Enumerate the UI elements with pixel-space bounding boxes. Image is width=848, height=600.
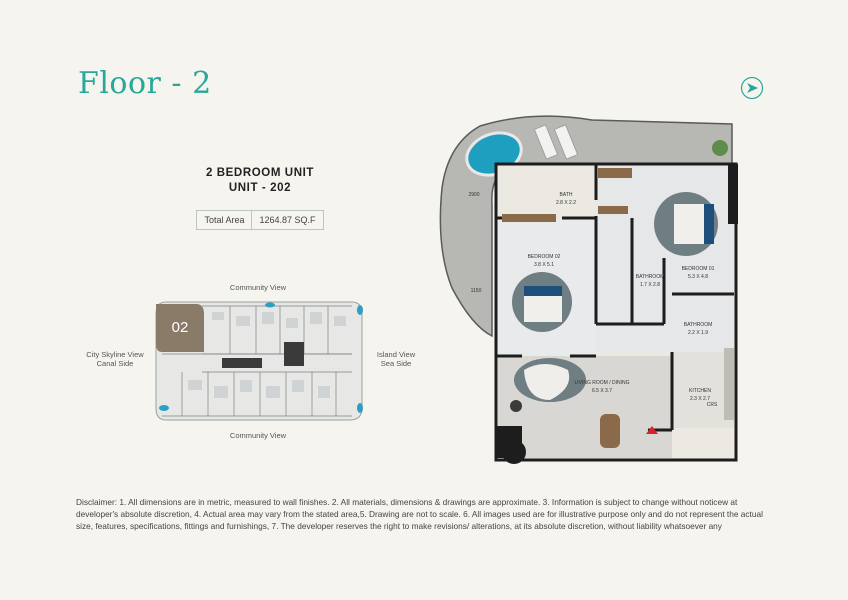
svg-text:1.7 X 2.8: 1.7 X 2.8: [640, 282, 660, 288]
disclaimer-text: Disclaimer: 1. All dimensions are in met…: [76, 497, 763, 531]
svg-text:CRS: CRS: [707, 402, 718, 408]
svg-text:1150: 1150: [471, 288, 482, 294]
svg-text:2.3 X 2.7: 2.3 X 2.7: [690, 396, 710, 402]
svg-text:BATHROOM: BATHROOM: [636, 274, 665, 280]
svg-text:2.8 X 2.2: 2.8 X 2.2: [556, 200, 576, 206]
svg-text:5.3 X 4.8: 5.3 X 4.8: [688, 274, 708, 280]
svg-text:BATHROOM: BATHROOM: [684, 322, 713, 328]
svg-text:6.5 X 3.7: 6.5 X 3.7: [592, 388, 612, 394]
key-view-top: Community View: [229, 283, 287, 292]
key-view-right: Island View Sea Side: [376, 350, 416, 368]
total-area-label: Total Area: [196, 210, 253, 230]
svg-text:LIVING ROOM / DINING: LIVING ROOM / DINING: [574, 380, 629, 386]
key-plan: 02: [155, 301, 363, 421]
unit-type: 2 BEDROOM UNIT: [205, 167, 315, 179]
svg-text:BEDROOM 01: BEDROOM 01: [682, 266, 715, 272]
svg-text:2900: 2900: [468, 192, 479, 198]
key-view-bottom: Community View: [229, 431, 287, 440]
total-area-value: 1264.87 SQ.F: [252, 210, 324, 230]
svg-text:2.2 X 1.9: 2.2 X 1.9: [688, 330, 708, 336]
total-area-box: Total Area 1264.87 SQ.F: [140, 210, 380, 230]
floor-plan: BATH 2.8 X 2.2 BEDROOM 02 3.8 X 5.1 BATH…: [439, 115, 738, 464]
key-view-left: City Skyline View Canal Side: [86, 350, 144, 368]
key-unit-highlight: 02: [172, 319, 189, 336]
entry-arrow-icon: [646, 426, 658, 434]
svg-text:BATH: BATH: [560, 192, 573, 198]
svg-text:3.8 X 5.1: 3.8 X 5.1: [534, 262, 554, 268]
floor-title: Floor - 2: [78, 66, 212, 101]
unit-number: UNIT - 202: [228, 182, 292, 194]
svg-text:KITCHEN: KITCHEN: [689, 388, 711, 394]
svg-text:BEDROOM 02: BEDROOM 02: [528, 254, 561, 260]
north-arrow-icon: [740, 76, 764, 100]
unit-info: 2 BEDROOM UNIT UNIT - 202 Total Area 126…: [140, 166, 380, 230]
